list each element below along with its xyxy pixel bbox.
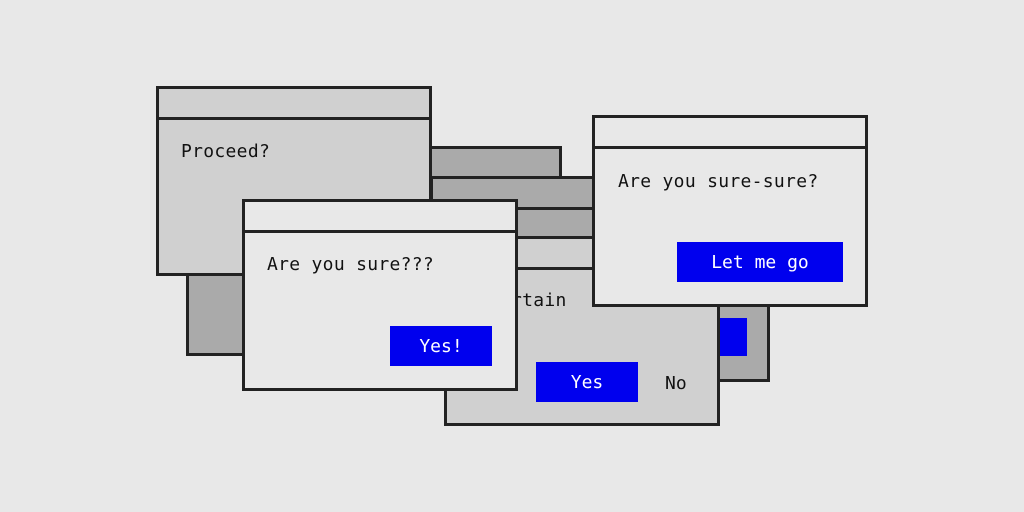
sure-dialog-message: Are you sure??? (267, 254, 435, 275)
certain-dialog-message: rtain (511, 290, 567, 311)
hidden-confirm-button[interactable] (717, 318, 747, 356)
certain-no-button[interactable]: No (665, 373, 687, 394)
let-me-go-button[interactable]: Let me go (677, 242, 843, 282)
sure-yes-button[interactable]: Yes! (390, 326, 492, 366)
sure-sure-dialog-message: Are you sure-sure? (618, 171, 819, 192)
sure-sure-dialog: Are you sure-sure? Let me go (592, 115, 868, 307)
sure-dialog-titlebar (245, 202, 515, 233)
proceed-dialog-titlebar (159, 89, 429, 120)
sure-dialog: Are you sure??? Yes! (242, 199, 518, 391)
certain-yes-button[interactable]: Yes (536, 362, 638, 402)
proceed-dialog-message: Proceed? (181, 141, 271, 162)
sure-sure-dialog-titlebar (595, 118, 865, 149)
